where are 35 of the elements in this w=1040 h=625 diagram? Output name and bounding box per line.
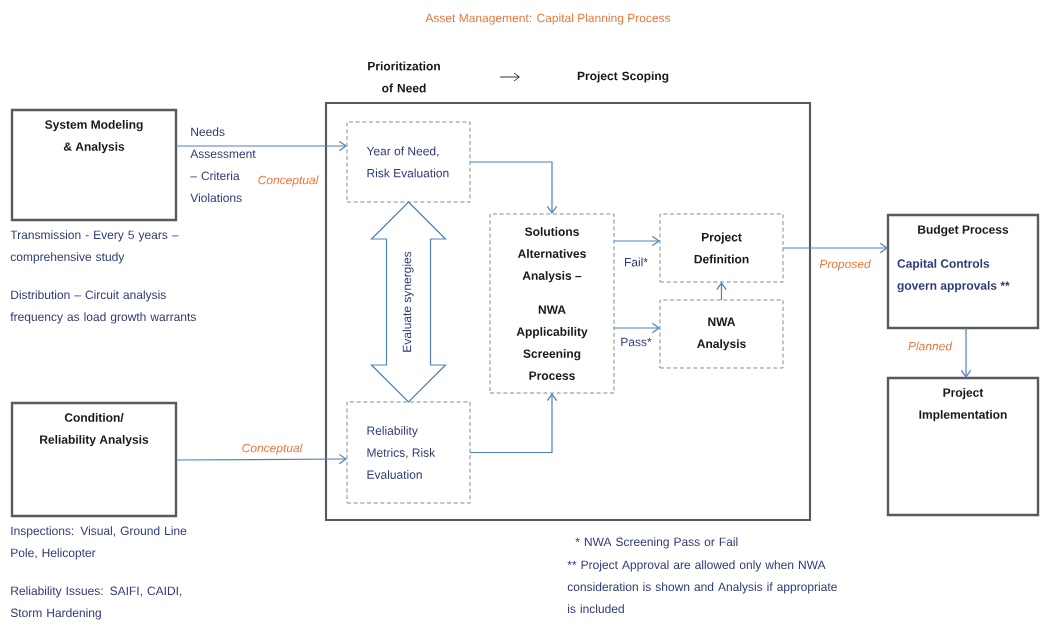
edge-label: Evaluate synergies xyxy=(401,249,415,355)
step-box: Project Definition xyxy=(659,213,784,283)
step-box: Solutions Alternatives Analysis – NWA Applicability Screening Process xyxy=(489,213,615,394)
note-text: Needs Assessment – Criteria Violations xyxy=(190,127,256,203)
note-text: Inspections: Visual, Ground Line Pole, Helicopter xyxy=(11,526,187,560)
footnote: ** Project Approval are allowed only when NWA consideration is shown and Analysis if appropriate is included xyxy=(567,560,837,614)
arrow xyxy=(175,140,347,152)
arrow xyxy=(469,161,558,214)
step-box: Reliability Metrics, Risk Evaluation xyxy=(346,401,471,504)
note-text: Transmission - Every 5 years – comprehensive study xyxy=(10,230,179,264)
arrow xyxy=(782,242,888,254)
arrow xyxy=(469,393,558,454)
step-box: NWA Analysis xyxy=(659,299,784,369)
edge-label: Pass* xyxy=(619,336,653,348)
edge-label: Conceptual xyxy=(256,174,320,188)
footnote: * NWA Screening Pass or Fail xyxy=(575,537,738,549)
process-box: Budget Process Capital Controls govern approvals ** xyxy=(886,213,1040,330)
arrow xyxy=(175,453,347,465)
process-box: Condition/ Reliability Analysis xyxy=(10,401,178,518)
edge-label: Planned xyxy=(906,340,954,352)
arrow xyxy=(960,327,972,378)
process-box: Project Implementation xyxy=(886,376,1040,517)
stage-heading: Prioritization of Need xyxy=(368,61,440,93)
note-text: Distribution – Circuit analysis frequency as load growth warrants xyxy=(10,290,196,324)
arrow xyxy=(716,282,727,301)
arrow xyxy=(613,235,660,247)
process-box: System Modeling & Analysis xyxy=(10,108,178,222)
edge-label: Fail* xyxy=(622,256,650,268)
note-text: Reliability Issues: SAIFI, CAIDI, Storm Hardening xyxy=(10,586,182,620)
edge-label: Conceptual xyxy=(240,442,304,456)
edge-label: Proposed xyxy=(818,258,872,272)
arrow xyxy=(613,322,660,334)
title: Asset Management: Capital Planning Process xyxy=(425,13,671,25)
step-box: Year of Need, Risk Evaluation xyxy=(346,121,471,203)
stage-heading: Project Scoping xyxy=(577,71,669,83)
